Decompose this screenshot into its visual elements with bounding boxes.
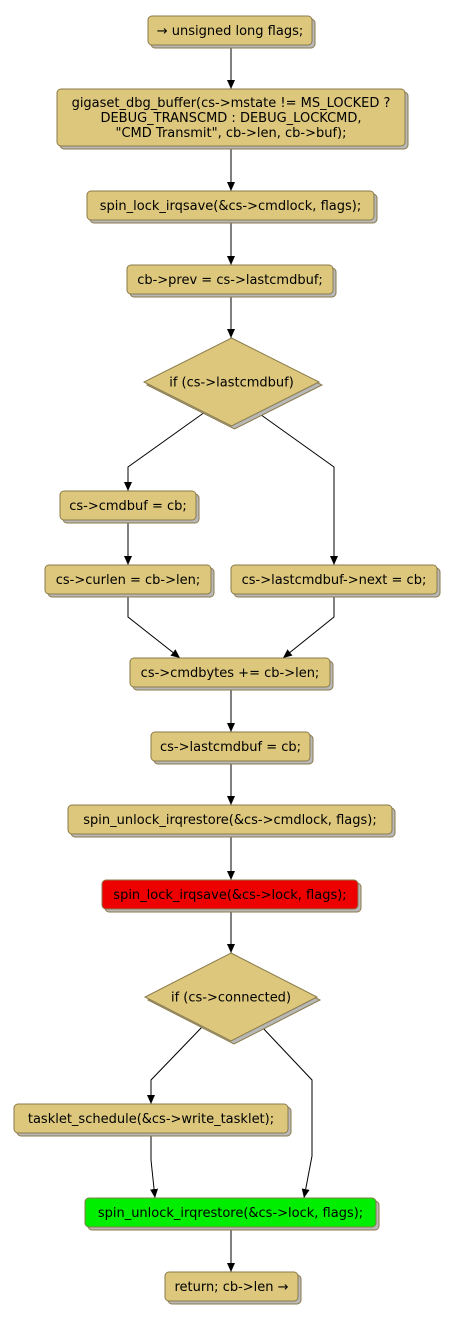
step-n15: spin_unlock_irqrestore(&cs->lock, flags)… xyxy=(84,1197,380,1231)
step-box xyxy=(126,264,334,295)
step-n4: cb->prev = cs->lastcmdbuf; xyxy=(126,264,337,298)
step-box xyxy=(230,564,438,595)
node-label: "CMD Transmit", cb->len, cb->buf); xyxy=(116,126,347,141)
node-label: if (cs->connected) xyxy=(171,991,291,1006)
step-box xyxy=(101,879,359,910)
decision-shape xyxy=(143,952,319,1042)
step-box xyxy=(59,490,197,521)
edge-n5-n8 xyxy=(256,411,338,565)
node-label: spin_lock_irqsave(&cs->cmdlock, flags); xyxy=(100,199,361,214)
node-label: spin_lock_irqsave(&cs->lock, flags); xyxy=(113,888,346,903)
step-n10: cs->lastcmdbuf = cb; xyxy=(150,731,314,765)
step-n1: → unsigned long flags; xyxy=(147,15,316,49)
step-n6: cs->cmdbuf = cb; xyxy=(59,490,200,524)
edge-n5-n6 xyxy=(124,411,206,491)
edge-n13-n15 xyxy=(260,1025,313,1199)
node-label: if (cs->lastcmdbuf) xyxy=(169,376,294,391)
node-label: cs->curlen = cb->len; xyxy=(56,573,200,588)
step-box xyxy=(86,190,375,221)
edge-n13-n14 xyxy=(147,1025,204,1104)
step-n11: spin_unlock_irqrestore(&cs->cmdlock, fla… xyxy=(67,804,396,838)
step-n3: spin_lock_irqsave(&cs->cmdlock, flags); xyxy=(86,190,378,224)
node-label: cs->lastcmdbuf = cb; xyxy=(160,740,301,755)
step-n16: return; cb->len → xyxy=(164,1271,302,1305)
node-label: spin_unlock_irqrestore(&cs->cmdlock, fla… xyxy=(83,813,376,828)
step-n12: spin_lock_irqsave(&cs->lock, flags); xyxy=(101,879,362,913)
node-label: cb->prev = cs->lastcmdbuf; xyxy=(137,273,323,288)
step-n7: cs->curlen = cb->len; xyxy=(44,564,215,598)
node-label: spin_unlock_irqrestore(&cs->lock, flags)… xyxy=(98,1206,363,1221)
node-label: cs->cmdbuf = cb; xyxy=(69,499,187,514)
step-n8: cs->lastcmdbuf->next = cb; xyxy=(230,564,441,598)
edge-n14-n15 xyxy=(150,1133,159,1199)
step-box xyxy=(164,1271,299,1302)
step-n2: gigaset_dbg_buffer(cs->mstate != MS_LOCK… xyxy=(56,88,409,150)
edge-n8-n9 xyxy=(282,594,335,659)
decision-n5: if (cs->lastcmdbuf) xyxy=(142,337,324,430)
step-n14: tasklet_schedule(&cs->write_tasklet); xyxy=(13,1103,292,1137)
edges-layer xyxy=(124,45,338,1272)
decision-shape xyxy=(142,337,321,427)
step-box xyxy=(147,15,313,46)
node-label: return; cb->len → xyxy=(174,1280,288,1295)
step-box xyxy=(150,731,311,762)
edge-n7-n9 xyxy=(127,594,181,659)
step-box xyxy=(84,1197,377,1228)
step-box xyxy=(56,88,406,147)
node-label: tasklet_schedule(&cs->write_tasklet); xyxy=(28,1112,274,1127)
step-n9: cs->cmdbytes += cb->len; xyxy=(129,657,334,691)
node-label: gigaset_dbg_buffer(cs->mstate != MS_LOCK… xyxy=(72,96,391,111)
step-box xyxy=(13,1103,289,1134)
nodes-layer: → unsigned long flags; gigaset_dbg_buffer… xyxy=(13,15,441,1305)
node-label: → unsigned long flags; xyxy=(157,24,304,39)
step-box xyxy=(67,804,393,835)
node-label: cs->cmdbytes += cb->len; xyxy=(141,666,320,681)
decision-n13: if (cs->connected) xyxy=(143,952,322,1045)
node-label: cs->lastcmdbuf->next = cb; xyxy=(242,573,427,588)
step-box xyxy=(129,657,331,688)
node-label: DEBUG_TRANSCMD : DEBUG_LOCKCMD, xyxy=(100,111,361,126)
step-box xyxy=(44,564,212,595)
